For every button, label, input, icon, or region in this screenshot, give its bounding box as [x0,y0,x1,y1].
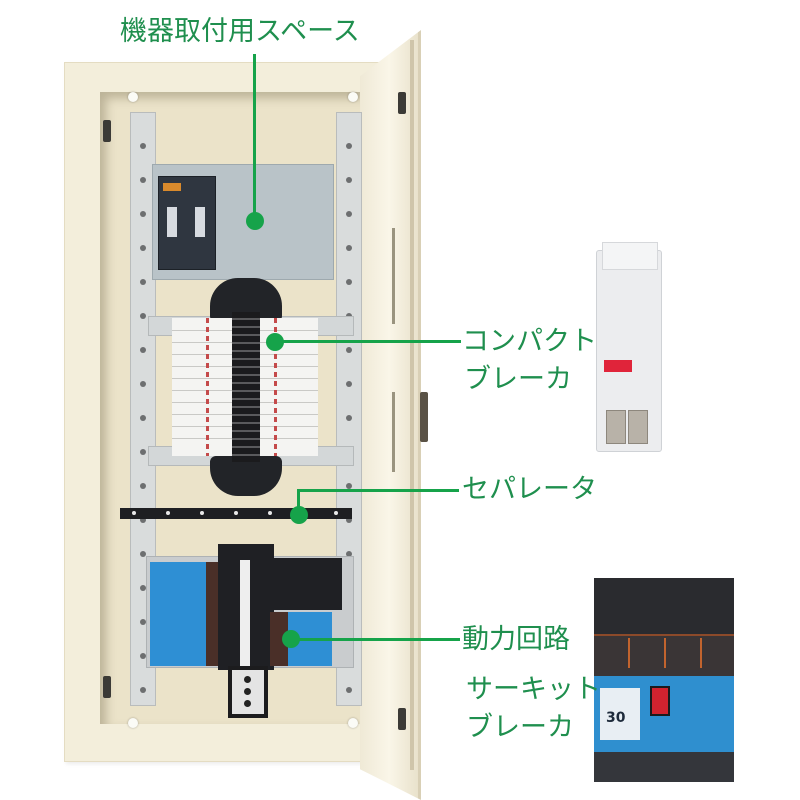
door-hinge-bottom [398,708,406,730]
callout-line-separator [297,489,459,492]
label-power-circuit-line1: 動力回路 [462,624,570,655]
switch-center-strip [240,560,250,666]
label-equipment-space: 機器取付用スペース [120,16,360,47]
compact-breaker-product [592,242,664,454]
power-breaker-right-top [268,558,342,610]
label-separator: セパレータ [462,474,597,505]
busbar-cover-bottom [210,456,282,496]
label-power-circuit-line3: ブレーカ [466,712,574,743]
callout-dot-separator [290,506,308,524]
door-latch [420,392,428,442]
door-slot [392,228,395,324]
corner-screw [128,718,138,728]
label-compact-breaker-line1: コンパクト [462,326,597,357]
label-power-circuit-line2: サーキット [466,674,601,705]
terminal-block [228,666,268,718]
hinge-left-bottom [103,676,111,698]
door-edge [410,40,414,770]
callout-line-power-breaker [290,638,460,641]
corner-screw [348,92,358,102]
door-slot [392,392,395,472]
callout-line-compact-breaker [275,340,461,343]
power-circuit-breaker-product: 30 [594,578,734,782]
label-compact-breaker-line2: ブレーカ [464,364,572,395]
corner-screw [348,718,358,728]
callout-dot-equipment-space [246,212,264,230]
corner-screw [128,92,138,102]
hinge-left-top [103,120,111,142]
door-hinge-top [398,92,406,114]
callout-line-equipment-space [253,54,256,218]
breaker-rating: 30 [606,710,626,726]
power-breaker-left [150,562,206,666]
power-breaker-right-side [270,612,288,666]
callout-line-separator-vertical [297,490,300,510]
separator-bar [120,508,352,519]
main-breaker [158,176,216,270]
center-busbar [232,312,260,462]
